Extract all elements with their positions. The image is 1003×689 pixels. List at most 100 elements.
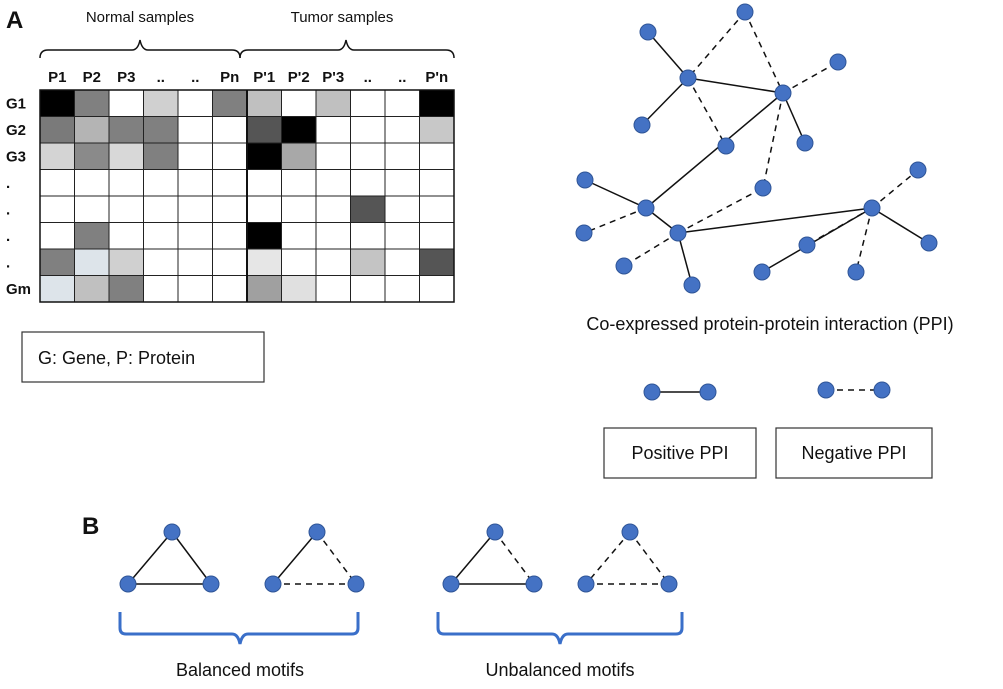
matrix-cell xyxy=(39,248,75,276)
motif-positive-edge xyxy=(171,531,212,585)
matrix-cell xyxy=(384,248,420,276)
matrix-cell xyxy=(246,222,282,250)
matrix-cell xyxy=(281,116,317,144)
matrix-cell xyxy=(419,222,455,250)
matrix-cell xyxy=(315,248,351,276)
panel-b-label: B xyxy=(82,513,99,540)
matrix-cell xyxy=(315,142,351,170)
matrix-cell xyxy=(39,195,75,223)
protein-node xyxy=(798,236,816,254)
column-header: P'3 xyxy=(322,69,344,86)
column-header: P1 xyxy=(48,69,66,86)
balanced-motifs-label: Balanced motifs xyxy=(176,660,304,680)
protein-node xyxy=(717,137,735,155)
matrix-cell xyxy=(39,275,75,303)
positive-edge xyxy=(677,207,873,234)
row-header: Gm xyxy=(6,281,31,298)
matrix-cell xyxy=(246,248,282,276)
matrix-cell xyxy=(315,89,351,117)
protein-node xyxy=(829,53,847,71)
matrix-cell xyxy=(74,222,110,250)
matrix-cell xyxy=(419,169,455,197)
protein-node xyxy=(669,224,687,242)
motif-node xyxy=(621,523,639,541)
row-header: G1 xyxy=(6,95,26,112)
column-header: Pn xyxy=(220,69,239,86)
matrix-cell xyxy=(143,169,179,197)
matrix-cell xyxy=(281,248,317,276)
matrix-cell xyxy=(74,89,110,117)
matrix-cell xyxy=(39,89,75,117)
motif-node xyxy=(660,575,678,593)
matrix-cell xyxy=(212,275,248,303)
matrix-cell xyxy=(143,89,179,117)
motif-node xyxy=(525,575,543,593)
matrix-cell xyxy=(246,275,282,303)
matrix-cell xyxy=(419,116,455,144)
matrix-cell xyxy=(74,116,110,144)
row-header: G2 xyxy=(6,122,26,139)
motif-node xyxy=(119,575,137,593)
matrix-cell xyxy=(143,142,179,170)
motif-positive-edge xyxy=(450,531,496,585)
positive-edge xyxy=(761,207,873,273)
motif-node xyxy=(264,575,282,593)
matrix-cell xyxy=(108,89,144,117)
motif-node xyxy=(486,523,504,541)
matrix-cell xyxy=(74,142,110,170)
positive-edge xyxy=(645,92,784,209)
positive-ppi-box xyxy=(603,427,757,479)
matrix-cell xyxy=(212,89,248,117)
matrix-cell xyxy=(143,195,179,223)
motif-positive-edge xyxy=(272,531,318,585)
protein-node xyxy=(863,199,881,217)
motif-node xyxy=(202,575,220,593)
matrix-cell xyxy=(177,195,213,223)
matrix-cell xyxy=(315,116,351,144)
matrix-cell xyxy=(350,248,386,276)
negative-edge xyxy=(677,187,764,234)
matrix-cell xyxy=(212,116,248,144)
positive-edge xyxy=(687,77,784,94)
protein-node xyxy=(754,179,772,197)
negative-edge-node-right xyxy=(873,381,891,399)
protein-node xyxy=(639,23,657,41)
matrix-cell xyxy=(74,169,110,197)
panel-a-label: A xyxy=(6,7,23,34)
protein-node xyxy=(679,69,697,87)
matrix-cell xyxy=(39,169,75,197)
matrix-cell xyxy=(384,142,420,170)
balanced-motifs-bracket xyxy=(118,612,360,645)
matrix-cell xyxy=(350,195,386,223)
positive-edge xyxy=(871,207,930,244)
protein-node xyxy=(633,116,651,134)
matrix-cell xyxy=(143,116,179,144)
matrix-cell xyxy=(350,89,386,117)
negative-edge-node-left xyxy=(817,381,835,399)
matrix-cell xyxy=(108,169,144,197)
matrix-cell xyxy=(281,275,317,303)
motif-node xyxy=(347,575,365,593)
matrix-border xyxy=(39,89,455,303)
matrix-cell xyxy=(108,195,144,223)
column-header: .. xyxy=(398,69,406,86)
positive-edge-node-right xyxy=(699,383,717,401)
row-header: . xyxy=(6,254,10,271)
matrix-cell xyxy=(177,116,213,144)
column-header: P3 xyxy=(117,69,135,86)
protein-node xyxy=(736,3,754,21)
matrix-cell xyxy=(315,275,351,303)
motif-node xyxy=(308,523,326,541)
positive-edge xyxy=(677,232,693,286)
positive-edge xyxy=(641,77,689,126)
matrix-cell xyxy=(281,222,317,250)
protein-node xyxy=(920,234,938,252)
matrix-cell xyxy=(315,195,351,223)
protein-node xyxy=(683,276,701,294)
negative-edge xyxy=(744,11,784,94)
matrix-cell xyxy=(177,169,213,197)
column-header: P'n xyxy=(425,69,448,86)
matrix-cell xyxy=(143,222,179,250)
motif-node xyxy=(163,523,181,541)
